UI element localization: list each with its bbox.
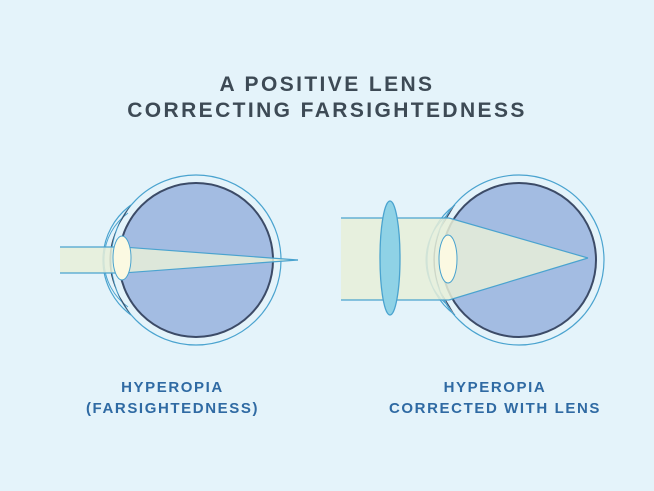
right-ray-bottom-converge [448, 257, 589, 301]
right-ray-top-converge [448, 217, 589, 259]
corrective-positive-lens [379, 200, 401, 316]
left-crystalline-lens [112, 235, 132, 281]
left-ray-bottom-converge [122, 259, 299, 274]
right-eye-diagram [341, 174, 605, 346]
left-caption: HYPEROPIA (FARSIGHTEDNESS) [40, 377, 305, 419]
page-title: A POSITIVE LENS CORRECTING FARSIGHTEDNES… [0, 72, 654, 124]
title-line-1: A POSITIVE LENS [219, 73, 435, 96]
right-light-beam [341, 218, 588, 300]
right-caption: HYPEROPIA CORRECTED WITH LENS [360, 377, 630, 419]
left-eye-diagram [60, 174, 299, 346]
left-caption-line-2: (FARSIGHTEDNESS) [85, 400, 260, 417]
right-caption-line-2: CORRECTED WITH LENS [388, 400, 602, 417]
right-crystalline-lens [438, 234, 458, 284]
title-line-2: CORRECTING FARSIGHTEDNESS [127, 99, 527, 122]
left-caption-line-1: HYPEROPIA [121, 379, 224, 396]
left-ray-top-converge [122, 246, 299, 261]
right-caption-line-1: HYPEROPIA [443, 379, 547, 396]
